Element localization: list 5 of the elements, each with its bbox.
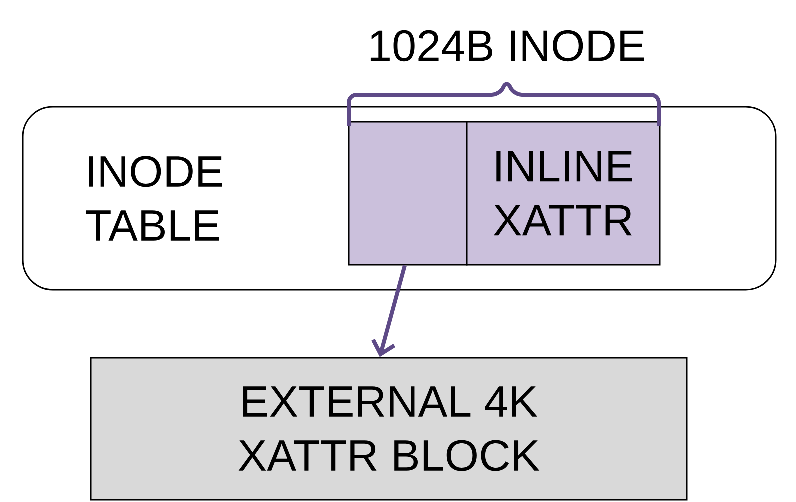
- brace-label: 1024B INODE: [370, 30, 644, 62]
- inode-box: [348, 121, 468, 266]
- arrow: [372, 265, 407, 358]
- xattr-box: INLINE XATTR: [466, 121, 661, 266]
- block-box: EXTERNAL 4K XATTR BLOCK: [90, 357, 688, 501]
